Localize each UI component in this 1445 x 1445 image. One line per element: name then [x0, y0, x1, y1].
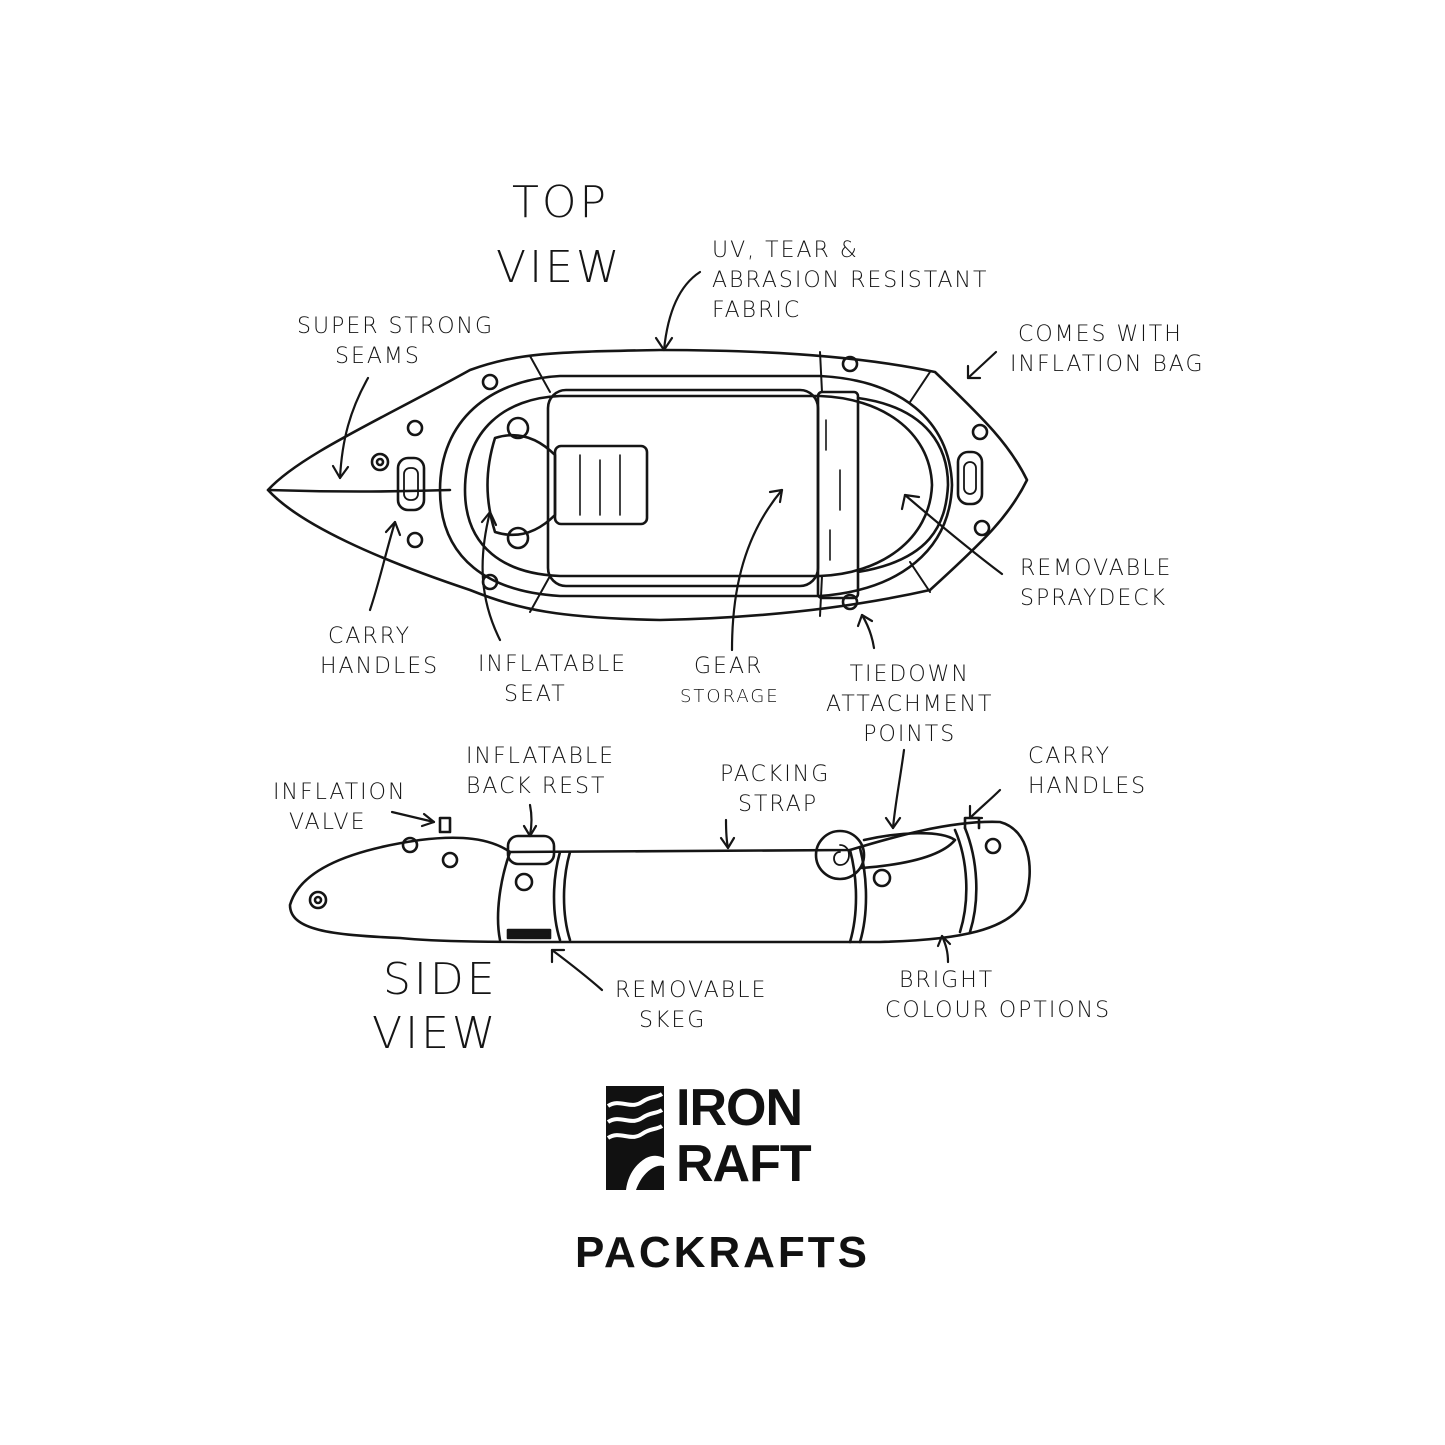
label-fabric-line1: UV, TEAR &	[712, 238, 859, 263]
label-inflation-bag-line1: COMES WITH	[1018, 322, 1183, 347]
label-carry-handles-top-line2: HANDLES	[320, 654, 440, 679]
label-carry-handles-side: CARRY HANDLES	[1028, 742, 1147, 802]
label-inflatable-seat-line1: INFLATABLE	[478, 652, 628, 677]
label-tiedown-line3: POINTS	[863, 722, 957, 747]
top-gear-area	[546, 388, 820, 588]
label-packing-strap: PACKING STRAP	[720, 760, 830, 820]
side-view-title-2: VIEW	[372, 1006, 498, 1062]
side-inflation-valve	[438, 816, 452, 834]
side-view-title: SIDE	[383, 952, 498, 1008]
label-tiedown: TIEDOWN ATTACHMENT POINTS	[826, 660, 993, 750]
brand-name: IRON RAFT	[676, 1079, 812, 1193]
label-inflatable-seat: INFLATABLE SEAT	[478, 650, 627, 710]
label-packing-strap-line2: STRAP	[738, 792, 819, 817]
top-hull-outline	[266, 348, 1029, 622]
label-tiedown-line1: TIEDOWN	[849, 662, 970, 687]
label-back-rest: INFLATABLE BACK REST	[466, 742, 615, 802]
label-skeg-line1: REMOVABLE	[615, 978, 768, 1003]
label-packing-strap-line1: PACKING	[720, 762, 831, 787]
label-tiedown-line2: ATTACHMENT	[826, 692, 994, 717]
iron-raft-logo-mark-icon	[606, 1086, 664, 1190]
label-carry-handles-top-line1: CARRY	[328, 624, 412, 649]
top-inner-tube	[438, 374, 954, 598]
brand-tagline: PACKRAFTS	[574, 1228, 871, 1277]
label-skeg: REMOVABLE SKEG	[615, 976, 767, 1036]
top-spraydeck-strap	[816, 390, 860, 600]
side-hull-outline	[288, 820, 1031, 944]
top-spraydeck	[856, 396, 950, 574]
top-seat	[553, 444, 649, 526]
top-floor	[463, 394, 934, 578]
top-bow-seam	[266, 488, 452, 493]
label-carry-handles-side-line1: CARRY	[1028, 744, 1112, 769]
label-colour-options-line1: BRIGHT	[899, 968, 995, 993]
side-view-title-line1: SIDE	[383, 954, 498, 1005]
label-seams-line1: SUPER STRONG	[297, 314, 495, 339]
label-back-rest-line2: BACK REST	[466, 774, 607, 799]
side-view-title-line2: VIEW	[372, 1008, 499, 1059]
top-handle-right	[956, 450, 984, 506]
side-skeg	[506, 928, 552, 940]
label-skeg-line2: SKEG	[639, 1008, 707, 1033]
label-seams: SUPER STRONG SEAMS	[297, 312, 494, 372]
label-inflatable-seat-line2: SEAT	[504, 682, 567, 707]
label-spraydeck-line1: REMOVABLE	[1020, 556, 1173, 581]
top-view-title-2: VIEW	[496, 240, 622, 296]
side-packing-roll	[814, 829, 866, 881]
label-seams-line2: SEAMS	[335, 344, 421, 369]
label-spraydeck-line2: SPRAYDECK	[1020, 586, 1168, 611]
label-colour-options: BRIGHT COLOUR OPTIONS	[885, 966, 1111, 1026]
top-view-title-line2: VIEW	[496, 242, 623, 293]
brand-name-line2: RAFT	[676, 1135, 812, 1193]
label-colour-options-line2: COLOUR OPTIONS	[885, 998, 1112, 1023]
callout-arrows	[331, 270, 1004, 992]
top-handle-left	[396, 456, 426, 512]
label-carry-handles-side-line2: HANDLES	[1028, 774, 1148, 799]
label-fabric-line2: ABRASION RESISTANT	[712, 268, 989, 293]
top-view-boat	[266, 348, 1029, 622]
label-gear-storage-line1: GEAR	[694, 654, 764, 679]
label-gear-storage: GEAR STORAGE	[680, 652, 780, 712]
brand-name-line1: IRON	[676, 1079, 803, 1137]
label-fabric: UV, TEAR & ABRASION RESISTANT FABRIC	[712, 236, 988, 326]
top-backrest	[486, 433, 557, 537]
top-view-title: TOP	[512, 175, 609, 231]
label-fabric-line3: FABRIC	[712, 298, 802, 323]
label-back-rest-line1: INFLATABLE	[466, 744, 616, 769]
top-view-title-line1: TOP	[512, 177, 610, 228]
side-backrest	[506, 834, 556, 866]
label-inflation-valve: INFLATION VALVE	[273, 778, 406, 838]
side-view-boat	[288, 816, 1031, 944]
label-inflation-valve-line2: VALVE	[289, 810, 367, 835]
label-inflation-bag-line2: INFLATION BAG	[1010, 352, 1205, 377]
label-carry-handles-top: CARRY HANDLES	[320, 622, 439, 682]
label-inflation-valve-line1: INFLATION	[273, 780, 407, 805]
label-spraydeck: REMOVABLE SPRAYDECK	[1020, 554, 1172, 614]
label-inflation-bag: COMES WITH INFLATION BAG	[1010, 320, 1205, 380]
brand-logo: IRON RAFT	[606, 1080, 866, 1196]
label-gear-storage-line2: STORAGE	[680, 686, 780, 707]
